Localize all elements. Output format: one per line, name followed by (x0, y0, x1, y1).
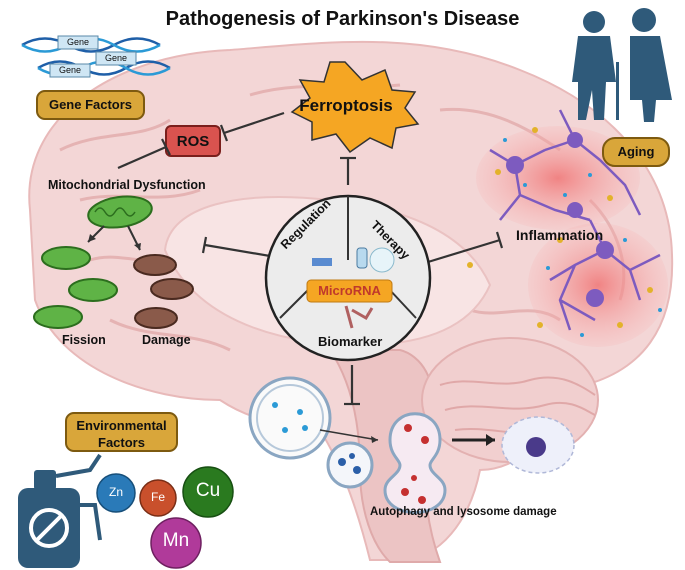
mitochondrion-damaged (133, 254, 177, 276)
microrna-label: MicroRNA (318, 283, 381, 298)
mitochondrion-fission (41, 246, 91, 270)
mitochondria-group (33, 195, 194, 329)
fission-label: Fission (62, 333, 106, 347)
mitochondrion-damaged (134, 307, 178, 329)
ros-label: ROS (176, 133, 210, 150)
microrna-hub (264, 194, 432, 362)
dna-strands-illustration (21, 35, 171, 78)
regulation-icon (312, 258, 332, 266)
manganese-circle (150, 517, 202, 569)
ros-box (165, 125, 221, 157)
ferroptosis-starburst (290, 61, 420, 154)
iron-label: Fe (150, 490, 165, 504)
manganese-label: Mn (162, 530, 190, 551)
pesticide-sprayer-icon (18, 453, 102, 568)
iron-circle (139, 479, 177, 517)
biomarker-label: Biomarker (318, 334, 383, 349)
copper-label: Cu (195, 480, 221, 501)
ferroptosis-label: Ferroptosis (299, 96, 393, 115)
microrna-box (306, 279, 393, 303)
gene-tag-box (95, 51, 137, 66)
blood-sample-icon (344, 305, 374, 329)
gene-tag-label: Gene (58, 65, 82, 75)
inflammation-label: Inflammation (516, 227, 604, 243)
zinc-circle (96, 473, 136, 513)
zinc-label: Zn (108, 485, 123, 499)
gene-factors-box: Gene Factors (36, 90, 145, 120)
gene-tag-box (57, 35, 99, 50)
autophagy-illustration (248, 376, 575, 514)
mitochondrion-healthy (87, 195, 153, 229)
diagram-title: Pathogenesis of Parkinson's Disease (165, 8, 520, 30)
autophagy-label: Autophagy and lysosome damage (370, 506, 557, 518)
inhibition-arrows (117, 111, 504, 406)
mitochondrion-fission (68, 278, 118, 302)
copper-circle (182, 466, 234, 518)
petri-dish-icon (369, 247, 395, 273)
gene-tag-label: Gene (104, 53, 128, 63)
mitochondrion-damaged (150, 278, 194, 300)
elderly-couple-icon (572, 8, 672, 122)
mitochondrial-dysfunction-label: Mitochondrial Dysfunction (48, 178, 206, 192)
vial-icon (356, 247, 368, 269)
gene-tag-box (49, 63, 91, 78)
inflammation-illustration (467, 109, 668, 347)
environmental-factors-box: Environmental Factors (65, 412, 178, 452)
mitochondrion-fission (33, 305, 83, 329)
damage-label: Damage (142, 333, 191, 347)
gene-tag-label: Gene (66, 37, 90, 47)
aging-box: Aging (602, 137, 670, 167)
